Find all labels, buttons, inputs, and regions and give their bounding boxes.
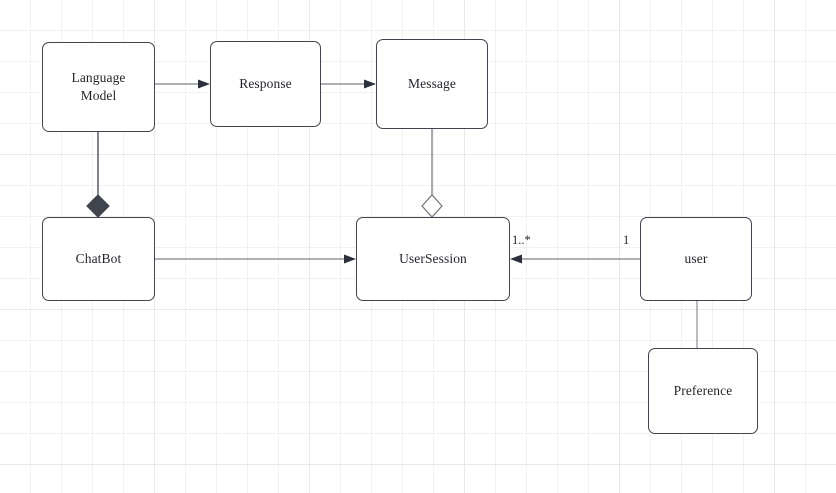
edge-message-to-usersession[interactable] — [421, 129, 443, 218]
multiplicity-user-end: 1 — [623, 233, 630, 247]
edge-language-model-to-chatbot[interactable] — [86, 132, 110, 218]
node-chatbot[interactable]: ChatBot — [42, 217, 155, 301]
node-response[interactable]: Response — [210, 41, 321, 127]
edge-response-to-message[interactable] — [321, 79, 376, 89]
node-label-preference: Preference — [673, 382, 733, 398]
node-label-usersession: UserSession — [399, 250, 467, 266]
edge-user-to-usersession[interactable] — [510, 254, 640, 264]
node-label-message: Message — [408, 75, 456, 91]
node-label-user: user — [684, 250, 708, 266]
node-label-language-model: Language Model — [71, 69, 126, 103]
node-message[interactable]: Message — [376, 39, 488, 129]
multiplicity-usersession-end: 1..* — [512, 233, 531, 247]
node-user[interactable]: user — [640, 217, 752, 301]
node-label-response: Response — [239, 75, 292, 91]
node-preference[interactable]: Preference — [648, 348, 758, 434]
node-label-chatbot: ChatBot — [75, 250, 122, 266]
node-usersession[interactable]: UserSession — [356, 217, 510, 301]
node-language-model[interactable]: Language Model — [42, 42, 155, 132]
edge-language-model-to-response[interactable] — [155, 79, 210, 89]
edge-chatbot-to-usersession[interactable] — [155, 254, 356, 264]
